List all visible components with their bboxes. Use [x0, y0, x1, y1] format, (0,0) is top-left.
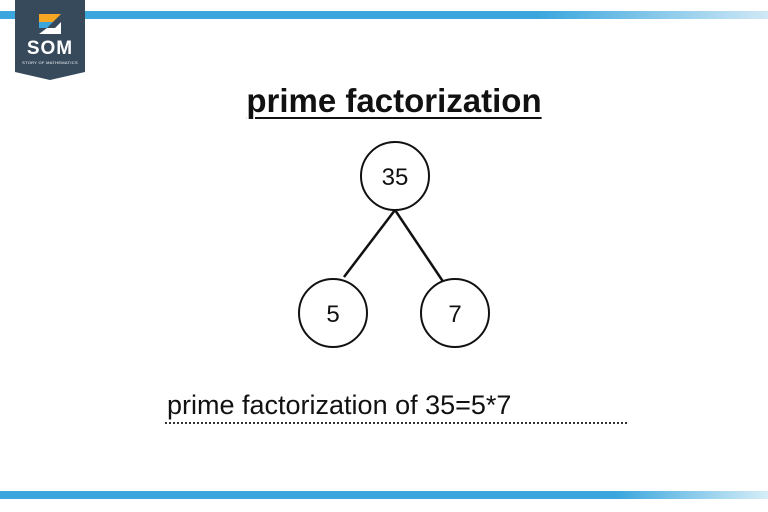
bottom-accent-bar: [0, 491, 768, 499]
tree-node-right: 7: [420, 278, 490, 348]
edge-root-left: [343, 209, 396, 278]
tree-node-root: 35: [360, 141, 430, 211]
dotted-underline: [165, 422, 627, 424]
logo-text: SOM: [26, 38, 74, 59]
logo-badge-icon: [15, 0, 85, 80]
logo-subtext: STORY OF MATHEMATICS: [22, 60, 78, 65]
factorization-caption: prime factorization of 35=5*7: [167, 390, 512, 420]
right-factor-value: 7: [448, 301, 461, 328]
diagram-title: prime factorization: [246, 82, 542, 119]
left-factor-value: 5: [326, 301, 339, 328]
edge-root-right: [393, 209, 446, 284]
som-logo: SOM STORY OF MATHEMATICS: [15, 0, 85, 80]
top-accent-bar: [0, 11, 768, 19]
root-value: 35: [382, 164, 409, 191]
tree-node-left: 5: [298, 278, 368, 348]
